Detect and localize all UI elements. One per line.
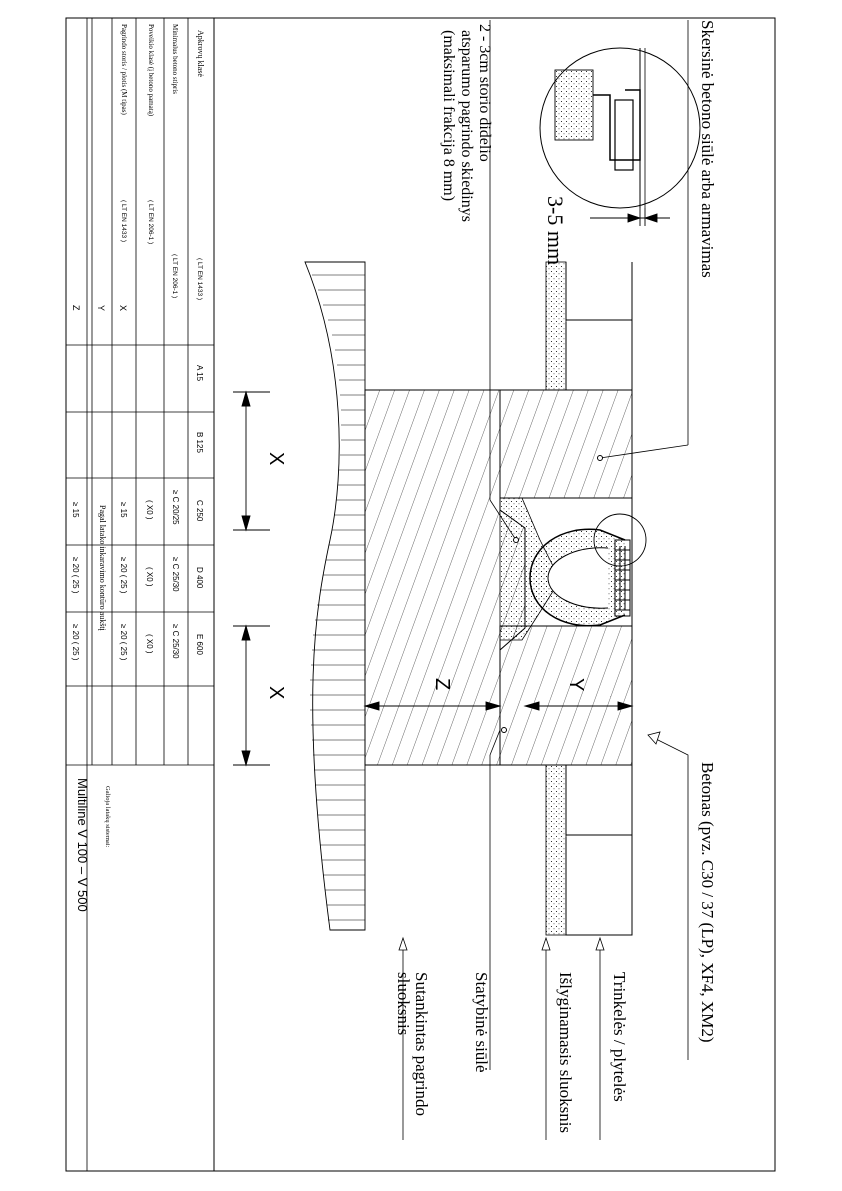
dim-x-bottom-label: X: [265, 686, 287, 699]
leader-dot-mortar: [513, 537, 519, 543]
detail-circle-small: [593, 513, 647, 567]
label-base-line1: 2 - 3cm storio didelio: [476, 24, 493, 162]
channel-inner: [547, 547, 609, 609]
table-load-classes: A 15 B 125 C 250 D 400 E 600: [195, 365, 204, 655]
load-class-c250: C 250: [195, 500, 204, 522]
label-construction-joint: Statybinė siūlė: [472, 972, 491, 1073]
label-base-line2: atsparumo pagrindo skiedinys: [458, 30, 475, 222]
z-value-d400: ≥ 20 ( 25 ): [71, 557, 80, 594]
row-header-exposure: Poveikio klasė (į betono pamatą): [147, 24, 155, 117]
x-value-e600: ≥ 20 ( 25 ): [119, 624, 128, 661]
leader-arrow-compacted: [398, 936, 408, 951]
strength-d400: ≥ C 25/30: [171, 557, 180, 592]
dim-y-label: Y: [565, 678, 587, 691]
leader-arrow-concrete: [647, 731, 661, 745]
gap-label: 3-5 mm: [543, 196, 568, 265]
leveling-layer-top: [545, 261, 567, 391]
label-joint: Skersinė betono siūlė arba armavimas: [698, 20, 717, 278]
z-value-c250: ≥ 15: [71, 502, 80, 518]
leader-dot-construction: [501, 727, 507, 733]
table-row-headers: Apkrovų klasė ( LT EN 1433 ) Minimalus b…: [71, 24, 205, 311]
label-concrete: Betonas (pvz. C30 / 37 (LP), XF4, XM2): [698, 762, 717, 1042]
label-base-line3: (maksimali frakcija 8 mm): [440, 30, 457, 201]
y-note: Pagal latako inkaravimo kontūro aukštį: [98, 505, 107, 632]
row-header-thickness: Pagrindo storis / plotis (M tipas): [120, 24, 128, 115]
concrete-haunch-left: [499, 389, 633, 499]
x-value-d400: ≥ 20 ( 25 ): [119, 557, 128, 594]
strength-c250: ≥ C 20/25: [171, 490, 180, 525]
channel-grating: [614, 539, 631, 617]
exposure-c250: ( X0 ): [145, 500, 154, 520]
load-class-e600: E 600: [195, 634, 204, 655]
row-header-exposure-std: ( LT EN 206-1 ): [147, 200, 154, 244]
strength-e600: ≥ C 25/30: [171, 624, 180, 659]
system-name: Multiline V 100 – V 500: [75, 778, 90, 912]
exposure-e600: ( X0 ): [145, 634, 154, 654]
compacted-base-lines: [310, 274, 365, 921]
label-compacted-line1: Sutankintas pagrindo: [412, 972, 431, 1116]
dim-label-y: Y: [96, 305, 106, 311]
dim-label-x: X: [118, 305, 128, 311]
dim-x-top-label: X: [265, 452, 287, 465]
table-values: ≥ C 20/25 ≥ C 25/30 ≥ C 25/30 ( X0 ) ( X…: [71, 490, 180, 912]
exposure-d400: ( X0 ): [145, 567, 154, 587]
z-value-e600: ≥ 20 ( 25 ): [71, 624, 80, 661]
detail-magnified: [539, 47, 701, 209]
leader-dot-joint: [597, 455, 603, 461]
label-leaders: [402, 20, 689, 1140]
leveling-layer-bottom: [545, 764, 567, 936]
leader-arrow-pavers: [595, 936, 605, 951]
x-value-c250: ≥ 15: [119, 502, 128, 518]
dimension-x-bottom: [233, 624, 270, 767]
load-class-d400: D 400: [195, 567, 204, 589]
row-header-load-class: Apkrovų klasė: [196, 30, 205, 77]
load-class-b125: B 125: [195, 432, 204, 453]
row-header-strength-std: ( LT EN 206-1 ): [171, 254, 178, 298]
concrete-haunch-right: [499, 625, 633, 766]
dimension-y: [523, 701, 634, 711]
compacted-base-layer: [304, 261, 366, 931]
system-caption: Galioja latakų sistemai:: [104, 786, 111, 848]
spec-table: [65, 17, 215, 1172]
row-header-thickness-std: ( LT EN 1433 ): [120, 200, 127, 242]
label-leveling: Išlyginamasis sluoksnis: [556, 972, 575, 1133]
label-compacted-line2: sluoksnis: [394, 972, 413, 1035]
dim-z-label: Z: [431, 678, 453, 690]
label-pavers: Trinkelės / plytelės: [610, 972, 629, 1102]
leader-arrow-leveling: [541, 936, 551, 951]
row-header-strength: Minimalus betono stipris: [171, 24, 179, 94]
dim-label-z: Z: [71, 305, 81, 311]
gap-dimension: [590, 208, 670, 226]
dimension-x-top: [233, 390, 270, 532]
row-header-load-class-std: ( LT EN 1433 ): [196, 258, 203, 300]
dimension-z: [363, 701, 502, 711]
load-class-a15: A 15: [195, 365, 204, 382]
